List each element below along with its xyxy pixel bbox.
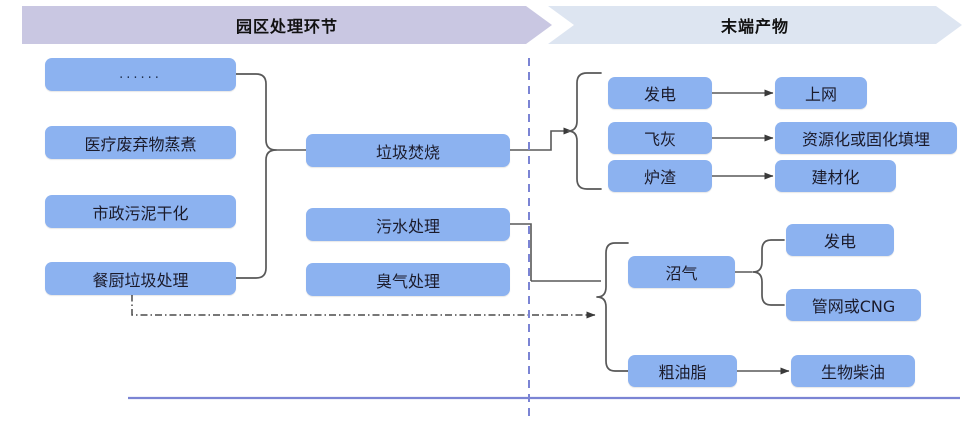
outcome-box-building-material[interactable]: 建材化 [775,160,896,192]
product-box-flyash-label: 飞灰 [643,130,676,149]
outcome-box-pipeline-cng[interactable]: 管网或CNG [786,289,921,321]
product-box-biogas[interactable]: 沼气 [628,256,735,288]
product-box-crude-oil[interactable]: 粗油脂 [628,355,737,387]
product-box-crude-oil-label: 粗油脂 [658,363,707,382]
product-box-power[interactable]: 发电 [608,77,712,109]
input-box-dots-label: ...... [119,67,162,82]
input-box-kitchen-label: 餐厨垃圾处理 [92,270,189,290]
wire-wastewater-down [510,223,532,281]
outcome-box-biodiesel-label: 生物柴油 [820,363,885,382]
process-box-incineration[interactable]: 垃圾焚烧 [306,134,510,167]
input-box-medical-label: 医疗废弃物蒸煮 [84,134,197,154]
brace-organic-products [596,242,629,372]
input-box-medical[interactable]: 医疗废弃物蒸煮 [45,126,236,159]
outcome-box-grid-label: 上网 [804,85,837,104]
brace-incineration-products [567,72,602,190]
input-box-kitchen[interactable]: 餐厨垃圾处理 [45,262,236,295]
input-box-dots[interactable]: ...... [45,58,236,91]
process-box-wastewater[interactable]: 污水处理 [306,208,510,241]
product-box-slag[interactable]: 炉渣 [608,160,712,192]
outcome-box-biogas-power[interactable]: 发电 [786,224,894,256]
banner-product: 末端产物 [548,6,962,44]
input-box-sludge[interactable]: 市政污泥干化 [45,195,236,228]
outcome-box-biodiesel[interactable]: 生物柴油 [791,355,915,387]
outcome-box-biogas-power-label: 发电 [823,232,856,251]
outcome-box-building-material-label: 建材化 [811,168,860,187]
product-box-slag-label: 炉渣 [643,168,676,187]
input-box-sludge-label: 市政污泥干化 [92,203,189,223]
brace-biogas-outcomes [752,239,785,306]
outcome-box-resource-landfill-label: 资源化或固化填埋 [801,130,930,149]
outcome-box-resource-landfill[interactable]: 资源化或固化填埋 [775,122,957,154]
process-box-wastewater-label: 污水处理 [375,216,440,236]
brace-inputs-to-incineration [235,73,277,279]
wire-incineration-to-products [510,127,573,151]
process-box-incineration-label: 垃圾焚烧 [375,142,440,162]
banner-product-label: 末端产物 [720,17,789,36]
product-box-power-label: 发电 [643,85,676,104]
outcome-box-pipeline-cng-label: 管网或CNG [811,297,896,316]
product-box-biogas-label: 沼气 [665,264,698,283]
product-box-flyash[interactable]: 飞灰 [608,122,712,154]
outcome-box-grid[interactable]: 上网 [775,77,867,109]
banner-stage-label: 园区处理环节 [235,17,338,36]
process-box-odor-label: 臭气处理 [375,271,440,291]
process-box-odor[interactable]: 臭气处理 [306,263,510,296]
banner-stage: 园区处理环节 [22,6,552,44]
